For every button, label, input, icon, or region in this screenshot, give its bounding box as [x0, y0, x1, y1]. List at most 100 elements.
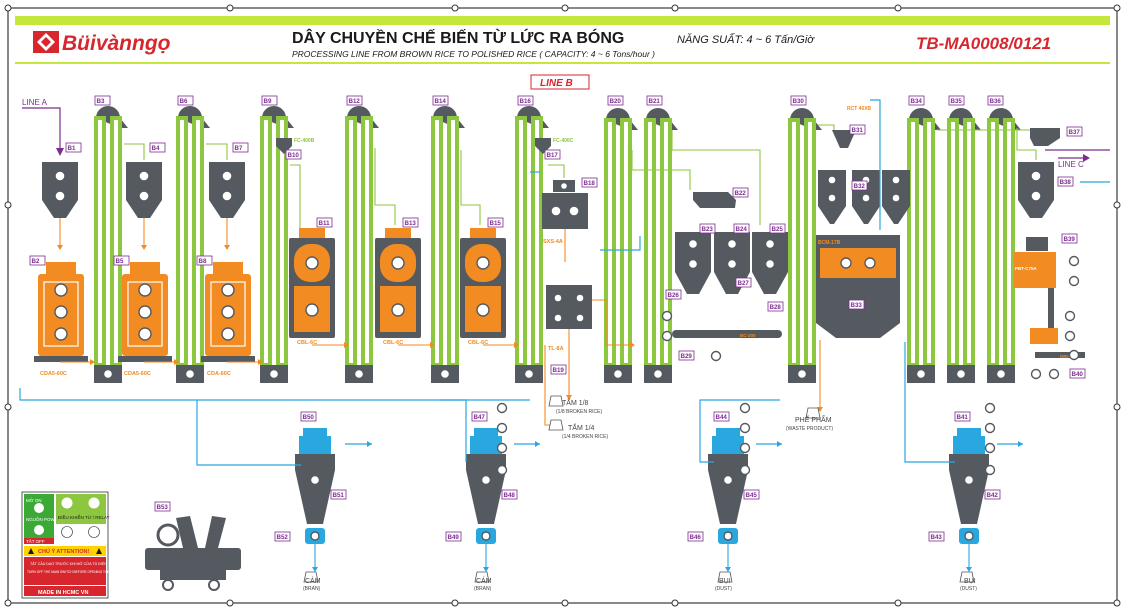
tag-b53: B53	[157, 504, 169, 511]
tag-b13-box	[402, 217, 419, 228]
tag-b40: B40	[1072, 371, 1084, 378]
tag-b43-box	[928, 531, 945, 542]
tag-b27-box	[735, 277, 752, 288]
tag-b39: B39	[1064, 236, 1076, 243]
elevator-b14-leg-up	[431, 116, 443, 367]
grader-tl	[546, 285, 592, 329]
conveyor-b29	[672, 330, 782, 338]
cyclone-b42-shell	[949, 454, 989, 470]
elevator-b35-leg-up	[947, 118, 959, 367]
silo-b25-lamp-2	[764, 258, 776, 270]
whitener-b2-base	[34, 356, 88, 362]
polisher-b15-lamp-2	[476, 303, 490, 317]
output-tam18: TẤM 1/8	[562, 397, 589, 407]
side-lamp-3	[1064, 330, 1076, 342]
relay-lamp-4[interactable]	[88, 526, 100, 538]
grader-lamp-3	[553, 313, 563, 323]
whitener-b2-frame	[43, 281, 79, 347]
cyclone-b48-inlet	[474, 428, 498, 436]
hopper-b38-lamp-bot	[1030, 190, 1042, 202]
elevator-b14-leg-down	[447, 116, 459, 367]
whitener-b8-lamp-3	[221, 327, 235, 341]
tag-b11: B11	[319, 220, 331, 227]
tag-b6-box	[177, 95, 194, 106]
separator-b17-model: FC-400C	[553, 138, 574, 144]
flow-elev-b7	[206, 143, 228, 160]
packer-lamp-1	[1068, 255, 1080, 267]
tag-b52-box	[274, 531, 291, 542]
silo-b23-lamp-1	[687, 238, 699, 250]
grader-lamp-2	[575, 293, 585, 303]
elevator-b30-leg-down	[804, 118, 816, 367]
cyclone-b48-shell	[466, 454, 506, 470]
elevator-b36-leg-up	[987, 118, 999, 367]
tag-b7: B7	[235, 145, 243, 152]
tag-b12: B12	[349, 98, 361, 105]
off-lamp[interactable]	[34, 525, 44, 535]
header-bar	[15, 16, 1110, 25]
grader-lamp-1	[553, 293, 563, 303]
tag-b40-box	[1069, 368, 1086, 379]
compressor-b53-head-1	[176, 516, 198, 548]
silo-b32-lamp-2b	[891, 193, 901, 203]
tag-b34-box	[908, 95, 925, 106]
cyclone-side-lamp-9	[984, 422, 996, 434]
bag-icon	[303, 571, 319, 583]
silo-b24-lamp-2	[726, 258, 738, 270]
polisher-b11-lamp-1	[305, 256, 319, 270]
flow-arrow	[344, 342, 349, 348]
whitener-b2-lamp-2	[54, 305, 68, 319]
hopper-b1-lamp-top	[54, 170, 66, 182]
side-lamp-4	[1068, 349, 1080, 361]
brand-name: Büivànngọ	[62, 32, 171, 55]
tag-b14: B14	[435, 98, 447, 105]
sorter-lamp-1	[840, 257, 852, 269]
hopper-b7-lamp-top	[221, 170, 233, 182]
flow-elev-b18	[548, 164, 565, 178]
flow-elev-b13	[374, 148, 396, 225]
tag-b32: B32	[854, 183, 866, 190]
tag-b37-box	[1066, 126, 1083, 137]
elevator-b9-lamp	[268, 368, 280, 380]
elevator-b20-leg-down	[620, 118, 632, 367]
sorter-b33-bottom	[816, 323, 900, 338]
cyclone-b51-inlet	[303, 428, 327, 436]
hopper-b4	[126, 162, 162, 218]
cyclone-side-lamp-0	[496, 402, 508, 414]
cyclone-b51-shell	[295, 454, 335, 470]
tag-b8-box	[196, 255, 213, 266]
on-lamp[interactable]	[34, 503, 44, 513]
elevator-b21-leg-down	[660, 118, 672, 367]
relay-lamp-1[interactable]	[61, 497, 73, 509]
output-phepham: PHẾ PHẨM	[795, 414, 832, 424]
cyclone-b51-valve-lamp	[310, 531, 320, 541]
bag-icon	[548, 419, 564, 431]
output-tam18-en: (1/8 BROKEN RICE)	[556, 409, 602, 415]
separator-b10-model: FC-400B	[294, 138, 315, 144]
whitener-b8-base	[201, 356, 255, 362]
elevator-b12-lamp	[353, 368, 365, 380]
relay-lamp-2[interactable]	[88, 497, 100, 509]
tag-b2-box	[29, 255, 46, 266]
output-cam2-en: (BRAN)	[474, 586, 492, 592]
output-tam14: TẤM 1/4	[568, 422, 595, 432]
relay-lamp-3[interactable]	[61, 526, 73, 538]
tag-b22: B22	[735, 190, 747, 197]
hopper-b38-lamp-top	[1030, 170, 1042, 182]
tag-b3-box	[94, 95, 111, 106]
hopper-b38	[1018, 162, 1054, 218]
tag-b23: B23	[702, 226, 714, 233]
tag-b35: B35	[951, 98, 963, 105]
output-cam1-en: (BRAN)	[303, 586, 321, 592]
line-b-box	[530, 74, 590, 90]
elevator-b34-leg-down	[923, 118, 935, 367]
tag-b16: B16	[520, 98, 532, 105]
rct-model: RCT 40XB	[847, 106, 872, 112]
tag-b15: B15	[490, 220, 502, 227]
cyclone-side-lamp-10	[984, 442, 996, 454]
tag-b48: B48	[504, 492, 516, 499]
tag-b24: B24	[736, 226, 748, 233]
cyclone-b42-valve-lamp	[964, 531, 974, 541]
bag-icon	[805, 407, 821, 419]
